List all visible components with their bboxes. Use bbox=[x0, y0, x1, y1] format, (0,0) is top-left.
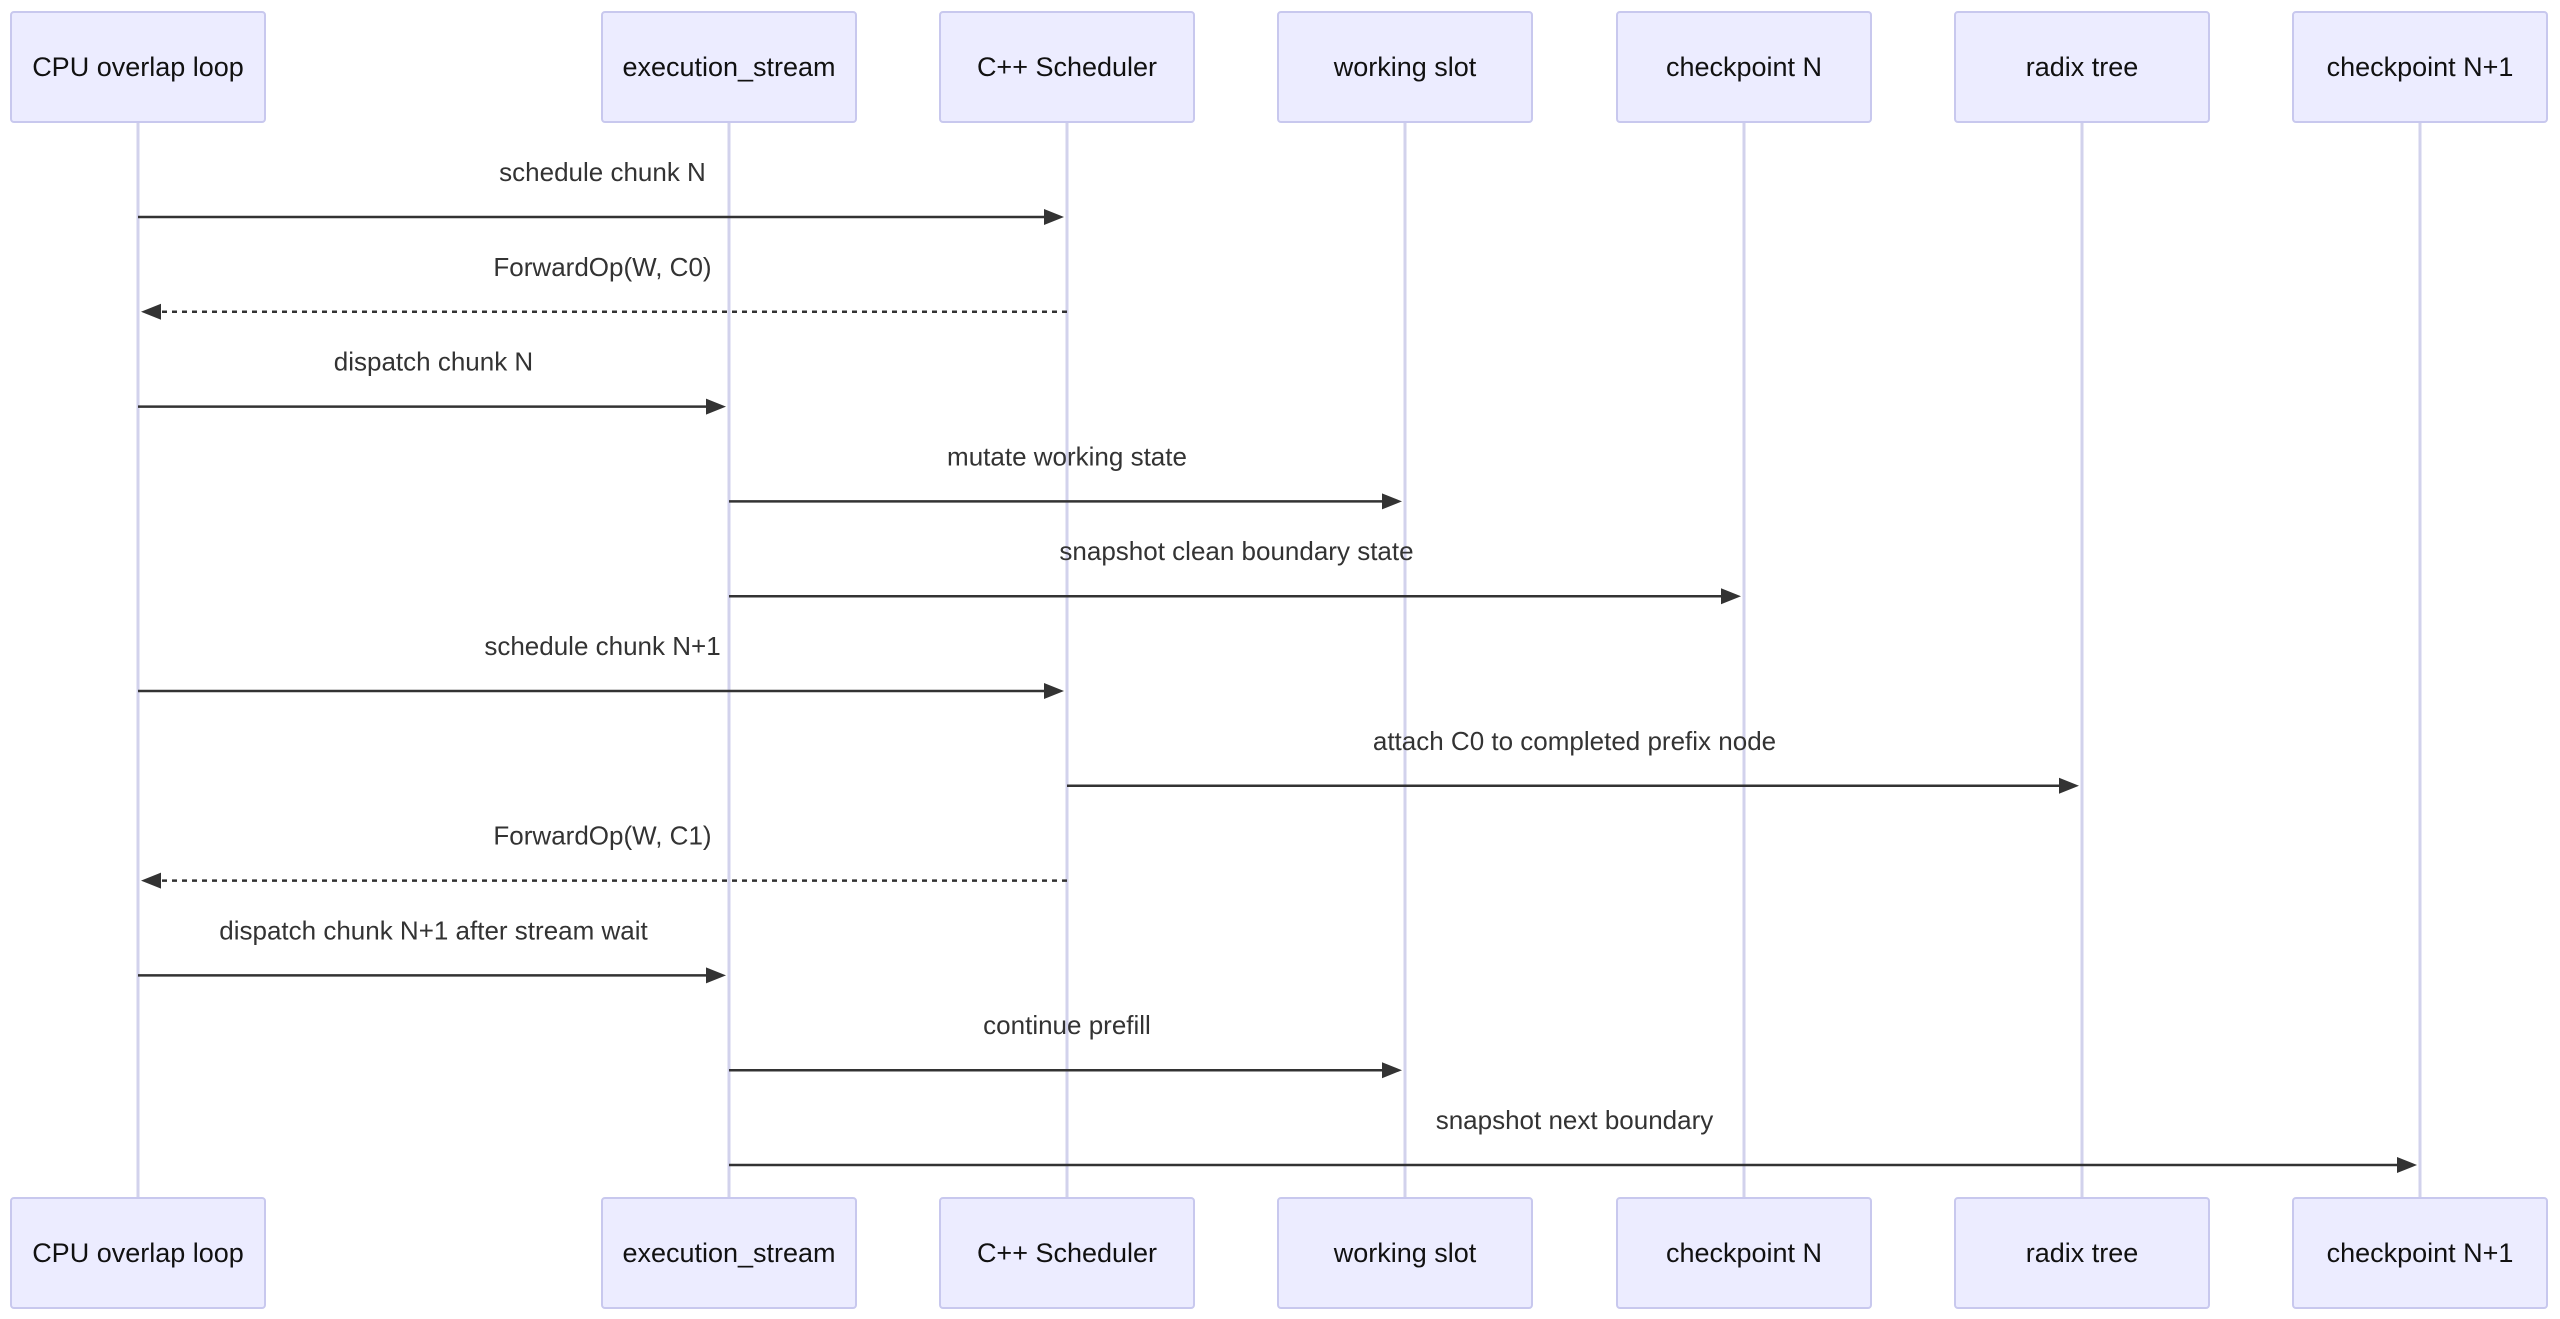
participant-ckptN1-bottom: checkpoint N+1 bbox=[2292, 1197, 2548, 1309]
message-label: continue prefill bbox=[983, 1010, 1151, 1040]
message-label: snapshot next boundary bbox=[1436, 1105, 1714, 1135]
message-arrowhead bbox=[1044, 209, 1064, 225]
participant-label: checkpoint N+1 bbox=[2327, 1238, 2514, 1268]
participant-box bbox=[1954, 1197, 2210, 1309]
message-9: dispatch chunk N+1 after stream wait bbox=[138, 915, 726, 984]
message-arrowhead bbox=[1382, 1062, 1402, 1079]
participant-radix-top: radix tree bbox=[1954, 11, 2210, 123]
participant-ckptN-bottom: checkpoint N bbox=[1616, 1197, 1872, 1309]
message-1: schedule chunk N bbox=[138, 157, 1064, 225]
participant-label: C++ Scheduler bbox=[977, 52, 1157, 82]
message-2: ForwardOp(W, C0) bbox=[141, 252, 1067, 320]
message-label: ForwardOp(W, C1) bbox=[493, 821, 711, 851]
participant-box bbox=[10, 11, 266, 123]
participant-box bbox=[601, 11, 857, 123]
participant-ckptN-top: checkpoint N bbox=[1616, 11, 1872, 123]
participant-cpu-top: CPU overlap loop bbox=[10, 11, 266, 123]
participant-label: CPU overlap loop bbox=[32, 52, 244, 82]
message-7: attach C0 to completed prefix node bbox=[1067, 726, 2079, 794]
participant-label: radix tree bbox=[2026, 52, 2139, 82]
participant-label: radix tree bbox=[2026, 1238, 2139, 1268]
message-arrowhead bbox=[141, 303, 161, 320]
participant-radix-bottom: radix tree bbox=[1954, 1197, 2210, 1309]
participant-work-top: working slot bbox=[1277, 11, 1533, 123]
participant-box bbox=[939, 1197, 1195, 1309]
participant-box bbox=[601, 1197, 857, 1309]
participant-box bbox=[1616, 1197, 1872, 1309]
participant-stream-bottom: execution_stream bbox=[601, 1197, 857, 1309]
message-label: dispatch chunk N bbox=[334, 347, 533, 377]
participant-label: C++ Scheduler bbox=[977, 1238, 1157, 1268]
lifelines bbox=[136, 122, 2422, 1198]
participant-sched-bottom: C++ Scheduler bbox=[939, 1197, 1195, 1309]
message-arrowhead bbox=[1044, 683, 1064, 699]
message-label: snapshot clean boundary state bbox=[1059, 536, 1413, 566]
participant-label: working slot bbox=[1333, 1238, 1477, 1268]
message-arrowhead bbox=[1721, 588, 1741, 605]
message-label: mutate working state bbox=[947, 441, 1187, 471]
participant-ckptN1-top: checkpoint N+1 bbox=[2292, 11, 2548, 123]
participant-label: checkpoint N bbox=[1666, 52, 1822, 82]
participant-box bbox=[2292, 11, 2548, 123]
participant-label: checkpoint N+1 bbox=[2327, 52, 2514, 82]
participant-sched-top: C++ Scheduler bbox=[939, 11, 1195, 123]
message-label: attach C0 to completed prefix node bbox=[1373, 726, 1776, 756]
participant-label: execution_stream bbox=[622, 52, 835, 82]
participant-box bbox=[2292, 1197, 2548, 1309]
participant-box bbox=[1616, 11, 1872, 123]
participant-label: execution_stream bbox=[622, 1238, 835, 1268]
message-label: ForwardOp(W, C0) bbox=[493, 252, 711, 282]
message-arrowhead bbox=[2059, 777, 2079, 794]
message-label: schedule chunk N+1 bbox=[484, 631, 720, 661]
message-4: mutate working state bbox=[729, 441, 1402, 510]
participant-stream-top: execution_stream bbox=[601, 11, 857, 123]
message-8: ForwardOp(W, C1) bbox=[141, 821, 1067, 889]
participant-work-bottom: working slot bbox=[1277, 1197, 1533, 1309]
participant-label: working slot bbox=[1333, 52, 1477, 82]
message-3: dispatch chunk N bbox=[138, 347, 726, 415]
message-arrowhead bbox=[141, 872, 161, 889]
participant-label: CPU overlap loop bbox=[32, 1238, 244, 1268]
message-11: snapshot next boundary bbox=[729, 1105, 2417, 1173]
participant-box bbox=[1277, 11, 1533, 123]
message-10: continue prefill bbox=[729, 1010, 1402, 1079]
participant-box bbox=[10, 1197, 266, 1309]
participant-box bbox=[1954, 11, 2210, 123]
message-6: schedule chunk N+1 bbox=[138, 631, 1064, 699]
participant-box bbox=[939, 11, 1195, 123]
message-label: dispatch chunk N+1 after stream wait bbox=[219, 915, 648, 945]
participant-label: checkpoint N bbox=[1666, 1238, 1822, 1268]
participants-top: CPU overlap loop execution_stream C++ Sche… bbox=[10, 11, 2548, 123]
message-arrowhead bbox=[706, 398, 726, 415]
participants-bottom: CPU overlap loop execution_stream C++ Sche… bbox=[10, 1197, 2548, 1309]
message-arrowhead bbox=[2397, 1157, 2417, 1173]
message-label: schedule chunk N bbox=[499, 157, 706, 187]
messages: schedule chunk N ForwardOp(W, C0) dispatch… bbox=[138, 157, 2417, 1173]
message-5: snapshot clean boundary state bbox=[729, 536, 1741, 605]
message-arrowhead bbox=[706, 967, 726, 984]
participant-cpu-bottom: CPU overlap loop bbox=[10, 1197, 266, 1309]
message-arrowhead bbox=[1382, 493, 1402, 510]
participant-box bbox=[1277, 1197, 1533, 1309]
